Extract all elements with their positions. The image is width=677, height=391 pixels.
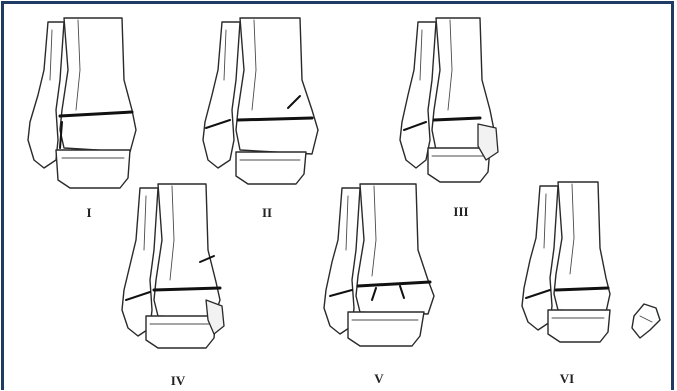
panel-label-vi: VI: [560, 371, 574, 386]
panel-label-i: I: [86, 205, 91, 220]
panel-label-ii: II: [262, 205, 272, 220]
ankle-diagram-type-1: [28, 18, 136, 188]
ankle-diagram-type-5: [324, 184, 434, 346]
ankle-diagram-type-4: [122, 184, 224, 348]
panel-label-v: V: [374, 371, 384, 386]
panel-label-iii: III: [453, 204, 468, 219]
ankle-diagram-type-2: [203, 18, 318, 184]
ankle-diagram-type-6: [522, 182, 660, 342]
ankle-diagram-type-3: [400, 18, 498, 182]
panel-label-iv: IV: [171, 373, 186, 388]
